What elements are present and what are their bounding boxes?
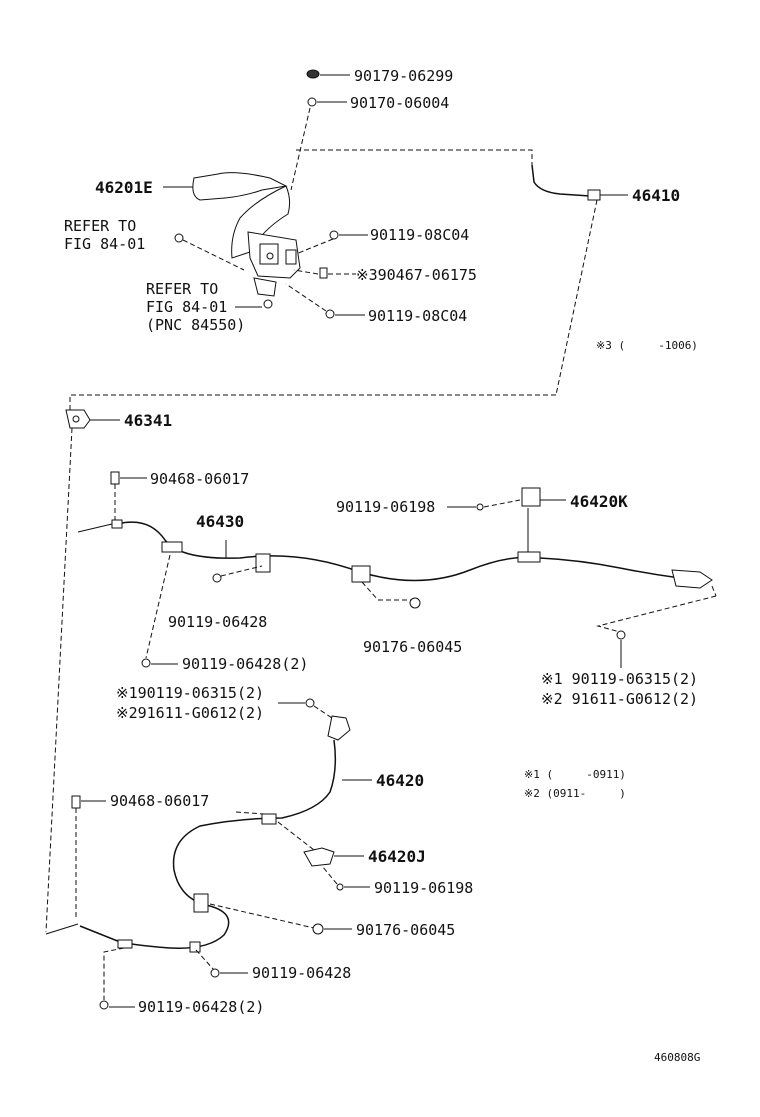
label-46420: 46420 [376, 771, 424, 790]
refer-to-2-line2: FIG 84-01 [146, 298, 227, 316]
label-46420J: 46420J [368, 847, 426, 866]
refer-to-line1: REFER TO [64, 217, 136, 235]
label-90119-06315-right: ※1 90119-06315(2) [541, 670, 698, 688]
label-90119-06428-2-bottom: 90119-06428(2) [138, 998, 264, 1016]
bolt-icon [476, 503, 484, 511]
label-90468-06017-bottom: 90468-06017 [110, 792, 209, 810]
label-90119-06315-left: ※190119-06315(2) [116, 684, 264, 702]
label-91611-G0612-left: ※291611-G0612(2) [116, 704, 264, 722]
label-90119-06428-top: 90119-06428 [168, 613, 267, 631]
label-90176-06045-bottom: 90176-06045 [356, 921, 455, 939]
clip-icon [319, 267, 328, 279]
bolt-icon [174, 233, 184, 243]
grommet-icon [312, 923, 324, 935]
label-90119-08C04-bottom: 90119-08C04 [368, 307, 467, 325]
bolt-icon [616, 630, 626, 640]
label-90119-06198-bottom: 90119-06198 [374, 879, 473, 897]
bolt-icon [263, 299, 273, 309]
label-46420K: 46420K [570, 492, 628, 511]
bolt-icon [329, 230, 339, 240]
bolt-icon [212, 573, 222, 583]
label-90119-08C04-top: 90119-08C04 [370, 226, 469, 244]
bolt-icon [305, 698, 315, 708]
bolt-icon [325, 309, 335, 319]
nut-icon [306, 69, 320, 79]
clip-icon [110, 471, 120, 485]
rear-cable-46430 [77, 471, 717, 668]
label-90119-06428-bottom: 90119-06428 [252, 964, 351, 982]
note-2: ※2 (0911- ) [524, 787, 626, 800]
label-90467-06175: ※390467-06175 [356, 266, 477, 284]
front-cable-46410 [69, 149, 628, 410]
nut-icon [307, 97, 317, 107]
bracket-icon [521, 487, 541, 507]
label-90119-06428-2-top: 90119-06428(2) [182, 655, 308, 673]
lever-assembly [163, 69, 368, 319]
figure-code: 460808G [654, 1051, 700, 1064]
label-91611-G0612-right: ※2 91611-G0612(2) [541, 690, 698, 708]
label-90170-06004: 90170-06004 [350, 94, 449, 112]
label-46410: 46410 [632, 186, 680, 205]
brake-lever-handle [192, 172, 288, 201]
bolt-icon [210, 968, 220, 978]
label-90176-06045-top: 90176-06045 [363, 638, 462, 656]
label-46430: 46430 [196, 512, 244, 531]
bolt-icon [336, 883, 344, 891]
rear-cable-46420 [45, 698, 372, 1010]
brake-lever-body [231, 185, 291, 259]
bolt-icon [141, 658, 151, 668]
label-46341: 46341 [124, 411, 172, 430]
refer-to-line2: FIG 84-01 [64, 235, 145, 253]
label-46201E: 46201E [95, 178, 153, 197]
refer-to-2-line3: (PNC 84550) [146, 316, 245, 334]
equalizer-46341 [45, 409, 120, 933]
label-90179-06299: 90179-06299 [354, 67, 453, 85]
bracket-icon [303, 847, 335, 867]
bolt-icon [99, 1000, 109, 1010]
part-labels: 90179-06299 90170-06004 46201E 46410 REF… [64, 67, 700, 1064]
grommet-icon [409, 597, 421, 609]
note-3: ※3 ( -1006) [596, 339, 698, 352]
label-90468-06017-top: 90468-06017 [150, 470, 249, 488]
clip-icon [71, 795, 81, 809]
refer-to-2-line1: REFER TO [146, 280, 218, 298]
label-90119-06198-top: 90119-06198 [336, 498, 435, 516]
note-1: ※1 ( -0911) [524, 768, 626, 781]
